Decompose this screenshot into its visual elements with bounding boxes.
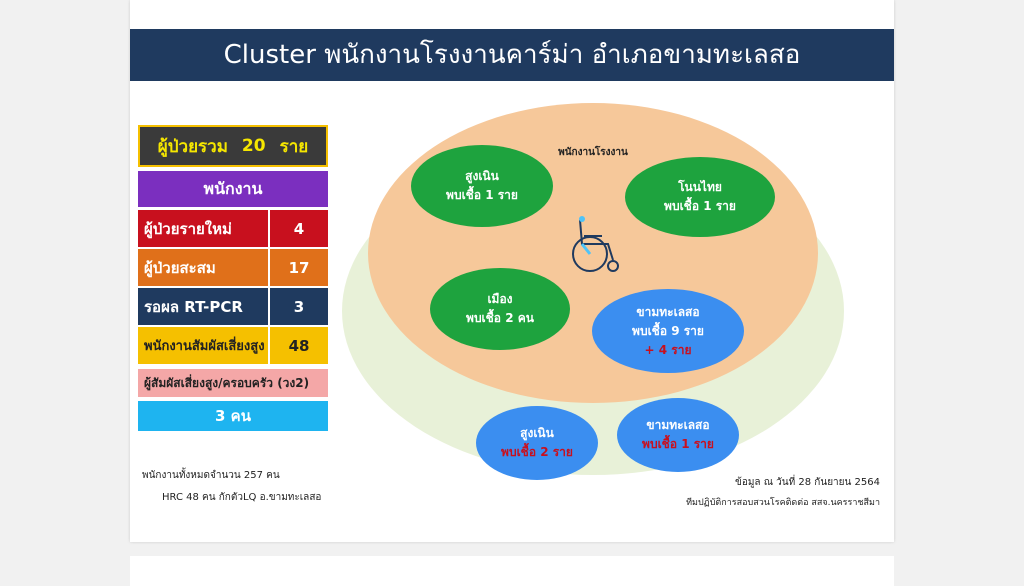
cumulative-cases-row: ผู้ป่วยสะสม 17 <box>138 249 328 286</box>
pending-rtpcr-value: 3 <box>268 288 328 325</box>
group-circle-sungnoen-family: สูงเนิน พบเชื้อ 2 ราย <box>476 406 598 480</box>
new-cases-label: ผู้ป่วยรายใหม่ <box>144 219 232 238</box>
group-name: สูงเนิน <box>520 426 554 440</box>
employee-header-label: พนักงาน <box>203 178 263 198</box>
employee-header: พนักงาน <box>138 171 328 207</box>
factory-label: พนักงานโรงงาน <box>558 147 628 158</box>
group-detail: พบเชื้อ 1 ราย <box>642 437 714 451</box>
data-date: ข้อมูล ณ วันที่ 28 กันยายน 2564 <box>734 477 880 488</box>
data-source: ทีมปฏิบัติการสอบสวนโรคติดต่อ สสจ.นครราชส… <box>686 498 880 508</box>
group-circle-kham-thale-so-family: ขามทะเลสอ พบเชื้อ 1 ราย <box>617 398 739 472</box>
high-risk-row: พนักงานสัมผัสเสี่ยงสูง 48 <box>138 327 328 364</box>
new-cases-row: ผู้ป่วยรายใหม่ 4 <box>138 210 328 247</box>
contacts-row: ผู้สัมผัสเสี่ยงสูง/ครอบครัว (วง2) <box>138 369 328 397</box>
cumulative-cases-label: ผู้ป่วยสะสม <box>144 258 216 277</box>
total-value: 20 <box>241 136 266 156</box>
group-circle-mueang: เมือง พบเชื้อ 2 คน <box>430 268 570 350</box>
contacts-label: ผู้สัมผัสเสี่ยงสูง/ครอบครัว (วง2) <box>144 375 310 390</box>
group-extra: + 4 ราย <box>644 342 692 357</box>
group-detail: พบเชื้อ 2 ราย <box>501 445 573 459</box>
group-name: สูงเนิน <box>465 169 499 183</box>
contacts-value-box: 3 คน <box>138 401 328 431</box>
group-name: เมือง <box>487 292 513 306</box>
next-slide <box>130 556 894 586</box>
total-patients-box: ผู้ป่วยรวม 20 ราย <box>138 125 328 167</box>
total-unit: ราย <box>279 136 309 157</box>
group-circle-nonthai: โนนไทย พบเชื้อ 1 ราย <box>625 157 775 237</box>
high-risk-value: 48 <box>268 327 328 364</box>
contacts-value: 3 คน <box>215 407 251 425</box>
pending-rtpcr-row: รอผล RT-PCR 3 <box>138 288 328 325</box>
new-cases-value: 4 <box>268 210 328 247</box>
group-name: ขามทะเลสอ <box>646 418 710 432</box>
high-risk-label: พนักงานสัมผัสเสี่ยงสูง <box>144 339 265 354</box>
group-detail: พบเชื้อ 9 ราย <box>632 323 704 338</box>
slide: Cluster พนักงานโรงงานคาร์ม่า อำเภอขามทะเ… <box>130 0 894 542</box>
group-circle-kham-thale-so: ขามทะเลสอ พบเชื้อ 9 ราย + 4 ราย <box>592 289 744 373</box>
group-detail: พบเชื้อ 1 ราย <box>446 188 518 202</box>
note-total-employees: พนักงานทั้งหมดจำนวน 257 คน <box>142 470 280 481</box>
cumulative-cases-value: 17 <box>268 249 328 286</box>
pending-rtpcr-label: รอผล RT-PCR <box>144 297 243 316</box>
group-name: โนนไทย <box>678 180 722 194</box>
group-detail: พบเชื้อ 1 ราย <box>664 199 736 213</box>
note-hrc: HRC 48 คน กักตัวLQ อ.ขามทะเลสอ <box>162 492 322 503</box>
wheelchair-icon <box>568 214 624 274</box>
group-name: ขามทะเลสอ <box>636 304 700 319</box>
group-detail: พบเชื้อ 2 คน <box>466 311 534 325</box>
total-label: ผู้ป่วยรวม <box>157 136 228 157</box>
slide-title: Cluster พนักงานโรงงานคาร์ม่า อำเภอขามทะเ… <box>130 29 894 81</box>
group-circle-sungnoen: สูงเนิน พบเชื้อ 1 ราย <box>411 145 553 227</box>
